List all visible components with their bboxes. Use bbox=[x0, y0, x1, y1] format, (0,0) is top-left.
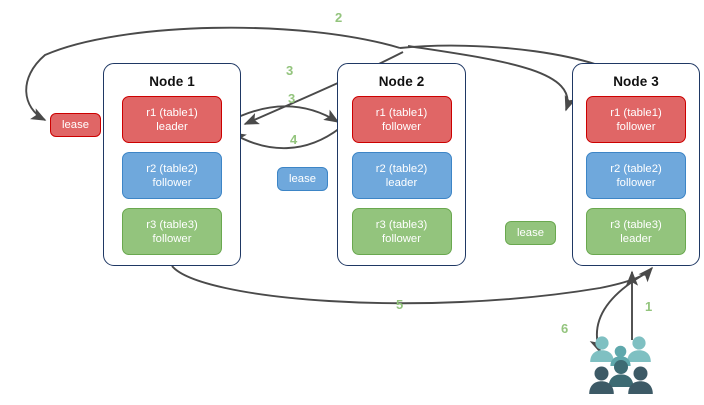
replica-role: leader bbox=[620, 232, 652, 245]
node-1[interactable]: Node 1 r1 (table1) leader r2 (table2) fo… bbox=[103, 63, 241, 266]
replica-role: follower bbox=[616, 120, 656, 133]
step-label-3-upper: 3 bbox=[286, 63, 294, 78]
arrow-step-4 bbox=[230, 127, 341, 150]
replica-role: follower bbox=[382, 232, 421, 245]
step-label-6: 6 bbox=[561, 321, 569, 336]
arrow-step-5 bbox=[171, 265, 654, 305]
replica-r3[interactable]: r3 (table3) follower bbox=[122, 208, 222, 255]
replica-r1[interactable]: r1 (table1) follower bbox=[351, 96, 452, 143]
replica-name: r1 (table1) bbox=[146, 106, 198, 119]
replica-r3[interactable]: r3 (table3) follower bbox=[351, 208, 452, 255]
lease-badge-r1[interactable]: lease bbox=[50, 113, 102, 137]
replica-role: follower bbox=[382, 120, 421, 133]
node-title: Node 3 bbox=[613, 74, 659, 89]
replica-r2[interactable]: r2 (table2) follower bbox=[586, 152, 686, 199]
replica-name: r1 (table1) bbox=[375, 106, 428, 119]
step-label-5: 5 bbox=[396, 297, 404, 312]
replica-name: r3 (table3) bbox=[610, 218, 662, 231]
replica-name: r2 (table2) bbox=[375, 162, 428, 175]
replica-r2[interactable]: r2 (table2) leader bbox=[351, 152, 452, 199]
node-title: Node 2 bbox=[378, 74, 425, 89]
replica-role: leader bbox=[156, 120, 188, 133]
replica-r2[interactable]: r2 (table2) follower bbox=[122, 152, 222, 199]
clients-people-icon bbox=[589, 336, 653, 394]
step-label-1: 1 bbox=[645, 299, 653, 314]
replica-name: r1 (table1) bbox=[610, 106, 662, 119]
node-3[interactable]: Node 3 r1 (table1) follower r2 (table2) … bbox=[572, 63, 700, 266]
arrow-step-3-lens bbox=[227, 105, 340, 123]
replica-r1[interactable]: r1 (table1) follower bbox=[586, 96, 686, 143]
step-label-2: 2 bbox=[335, 10, 343, 25]
lease-badge-r2[interactable]: lease bbox=[277, 167, 329, 191]
replica-name: r3 (table3) bbox=[375, 218, 428, 231]
node-2[interactable]: Node 2 r1 (table1) follower r2 (table2) … bbox=[337, 63, 466, 266]
replica-name: r2 (table2) bbox=[146, 162, 198, 175]
replica-role: leader bbox=[385, 176, 418, 189]
node-title: Node 1 bbox=[149, 74, 195, 89]
replica-role: follower bbox=[152, 232, 192, 245]
replica-role: follower bbox=[616, 176, 656, 189]
replica-r3[interactable]: r3 (table3) leader bbox=[586, 208, 686, 255]
replica-name: r3 (table3) bbox=[146, 218, 198, 231]
replica-r1[interactable]: r1 (table1) leader bbox=[122, 96, 222, 143]
replica-name: r2 (table2) bbox=[610, 162, 662, 175]
step-label-4: 4 bbox=[290, 132, 298, 147]
replica-role: follower bbox=[152, 176, 192, 189]
lease-badge-r3[interactable]: lease bbox=[505, 221, 557, 245]
step-label-3-lens: 3 bbox=[288, 91, 296, 106]
